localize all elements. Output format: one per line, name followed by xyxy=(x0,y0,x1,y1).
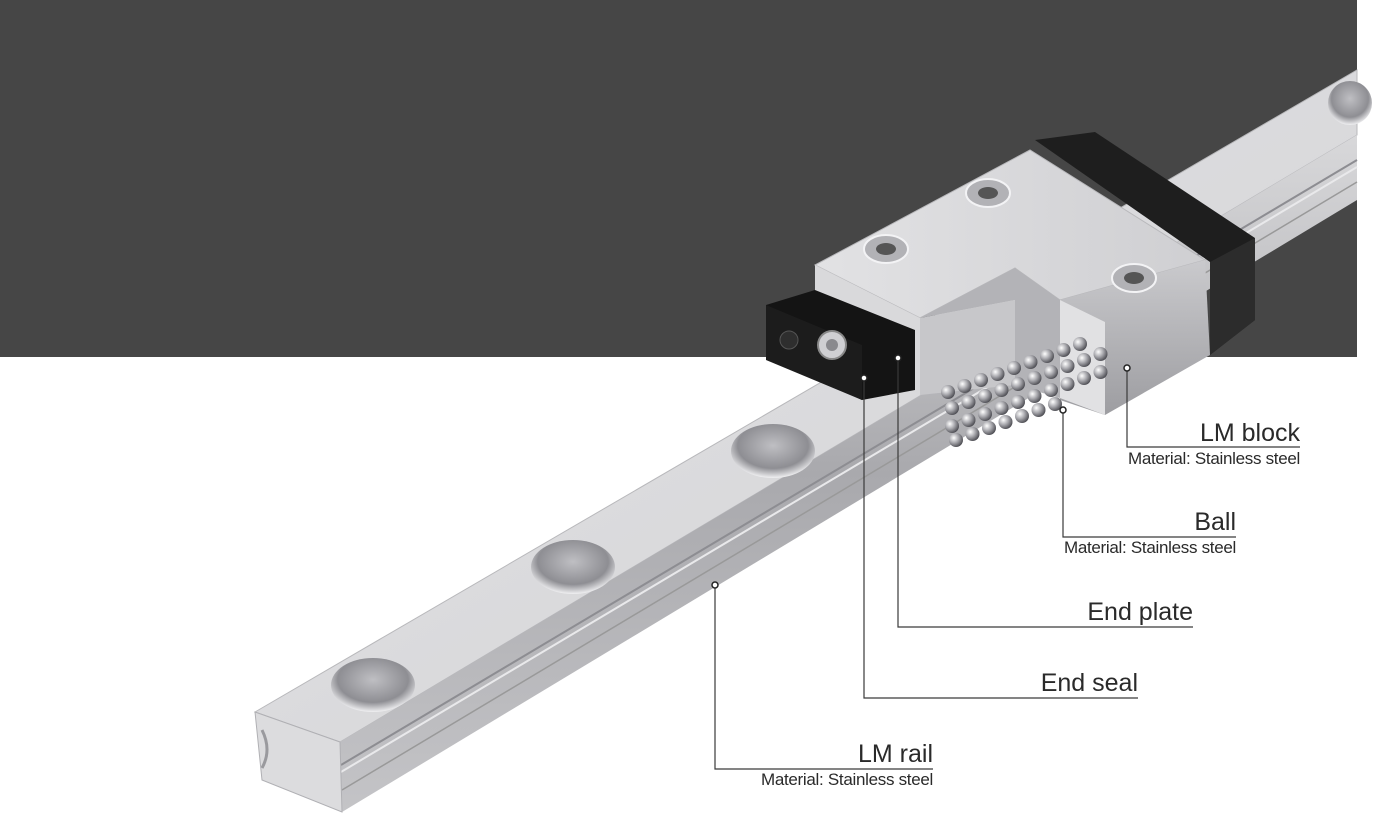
ball xyxy=(1048,397,1062,411)
callout-ball-material: Material: Stainless steel xyxy=(1063,538,1236,557)
leader-line-end-plate xyxy=(897,358,1193,628)
callout-lm-rail-material: Material: Stainless steel xyxy=(760,770,933,789)
leader-dot-ball xyxy=(1059,406,1067,414)
callout-lm-rail-name: LM rail xyxy=(857,740,933,768)
leader-line-ball xyxy=(1062,410,1236,538)
leader-dot-end-plate xyxy=(894,354,902,362)
ball xyxy=(1073,337,1087,351)
ball xyxy=(994,401,1009,415)
leader-dot-lm-block xyxy=(1123,364,1131,372)
callout-lm-block: LM block Material: Stainless steel xyxy=(1128,418,1300,470)
ball xyxy=(1077,371,1091,385)
leader-dot-lm-rail xyxy=(711,581,719,589)
ball xyxy=(961,395,976,409)
ball xyxy=(1011,377,1025,391)
leader-line-end-seal xyxy=(863,378,1138,699)
ball xyxy=(1011,395,1025,409)
callout-lm-rail: LM rail Material: Stainless steel xyxy=(761,739,933,791)
ball xyxy=(1027,371,1042,385)
ball xyxy=(994,383,1009,397)
leader-dots xyxy=(711,354,1131,589)
callout-end-seal: End seal xyxy=(1041,668,1138,698)
ball xyxy=(1077,353,1091,367)
ball xyxy=(1093,347,1108,361)
ball xyxy=(990,367,1005,381)
callout-lm-block-name: LM block xyxy=(1199,419,1300,447)
ball xyxy=(957,379,972,393)
end-seal-graphic xyxy=(766,290,915,400)
callout-ball-name: Ball xyxy=(1194,508,1236,536)
ball xyxy=(1015,409,1029,423)
leader-dot-end-seal xyxy=(860,374,868,382)
callout-lm-block-material: Material: Stainless steel xyxy=(1127,449,1300,468)
ball xyxy=(998,415,1013,429)
ball-chain-graphic xyxy=(941,337,1108,447)
ball xyxy=(965,427,980,441)
callout-end-seal-name: End seal xyxy=(1040,669,1138,697)
ball xyxy=(1060,359,1075,373)
ball xyxy=(982,421,996,435)
ball xyxy=(1031,403,1046,417)
ball xyxy=(978,407,992,421)
ball xyxy=(1007,361,1021,375)
leader-lines xyxy=(714,358,1300,770)
ball xyxy=(945,419,959,433)
ball xyxy=(978,389,992,403)
ball xyxy=(949,433,963,447)
ball xyxy=(1044,365,1058,379)
callout-end-plate: End plate xyxy=(1087,597,1193,627)
ball xyxy=(974,373,988,387)
ball xyxy=(1027,389,1042,403)
callout-ball: Ball Material: Stainless steel xyxy=(1064,507,1236,559)
ball xyxy=(1056,343,1071,357)
ball xyxy=(1060,377,1075,391)
ball xyxy=(961,413,976,427)
ball xyxy=(945,401,959,415)
leader-line-lm-block xyxy=(1126,368,1300,448)
leader-line-lm-rail xyxy=(714,585,933,770)
ball xyxy=(1093,365,1108,379)
callout-end-plate-name: End plate xyxy=(1087,598,1193,626)
ball xyxy=(1040,349,1054,363)
ball xyxy=(941,385,955,399)
ball xyxy=(1044,383,1058,397)
ball xyxy=(1023,355,1038,369)
